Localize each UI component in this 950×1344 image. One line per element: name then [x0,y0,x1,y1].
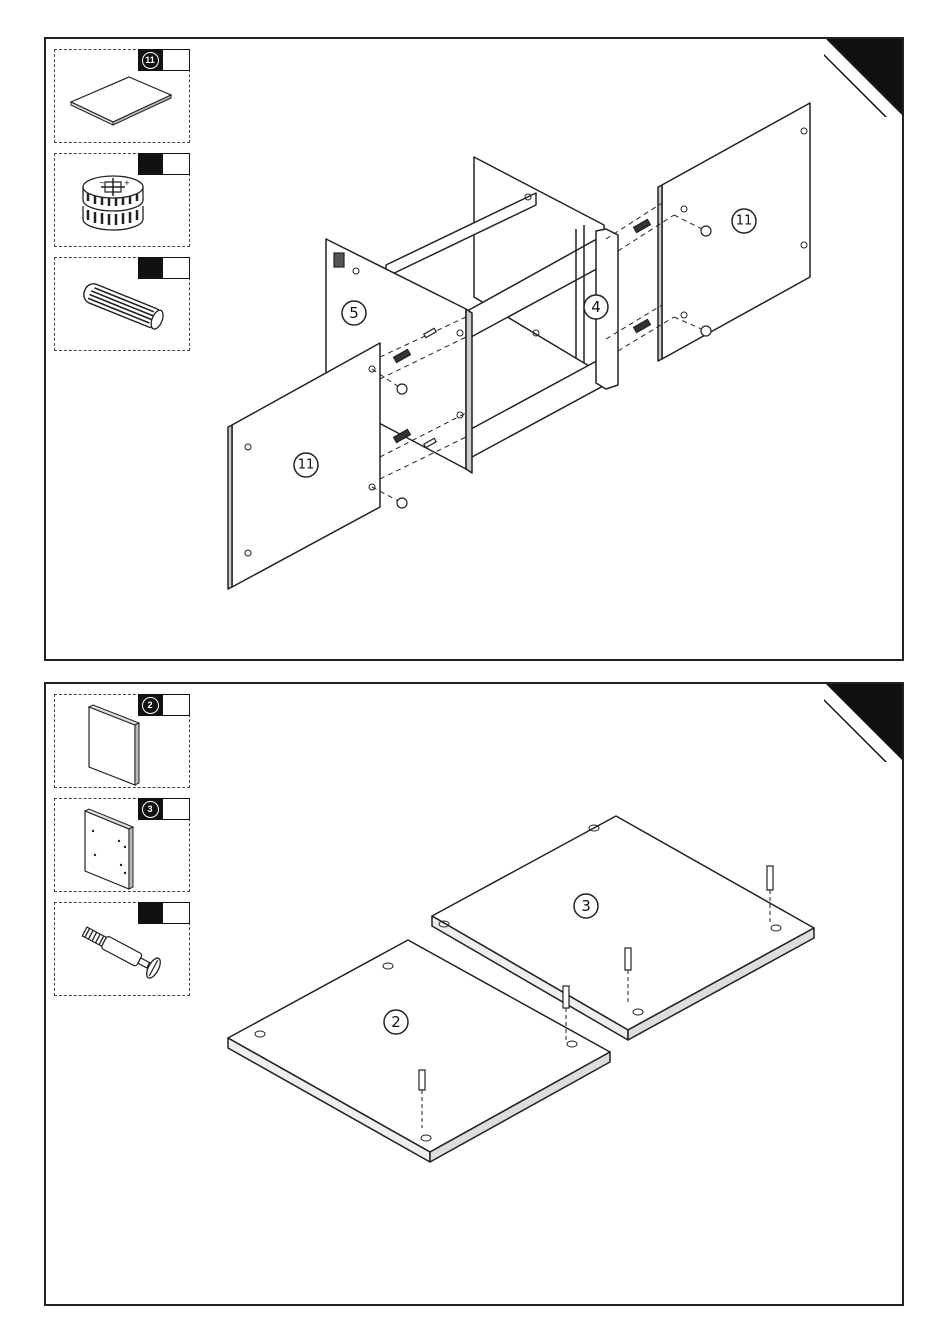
part-number: 11 [142,52,159,69]
part-box-dowel [54,257,190,351]
part-quantity [162,694,190,716]
part-tag [138,257,190,279]
part-box-2: 2 [54,694,190,788]
part-tag: 11 [138,49,190,71]
part-box-3: 3 [54,798,190,892]
step-1-assembly-diagram: 5 4 11 11 [196,39,902,659]
svg-text:−: − [99,179,105,187]
svg-text:+: + [124,179,130,187]
step-1-panel: 11 [44,37,904,661]
door-panel-11-right [662,103,810,359]
part-number: 3 [142,801,159,818]
bottom-shelf [460,357,616,457]
part-box-11: 11 [54,49,190,143]
callout-5-label: 5 [349,304,359,322]
callout-3-label: 3 [581,897,591,915]
step-2-panel: 2 3 [44,682,904,1306]
callout-11-left-label: 11 [298,458,315,473]
part-quantity [162,902,190,924]
callout-11-right-label: 11 [736,214,753,229]
part-quantity [162,49,190,71]
part-quantity [162,257,190,279]
part-tag: 3 [138,798,190,820]
parts-list: 11 [54,49,192,361]
part-tag [138,902,190,924]
callout-2-label: 2 [391,1013,401,1031]
part-quantity [162,153,190,175]
step-2-assembly-diagram: 3 2 [196,684,902,1304]
part-box-cam-bolt [54,902,190,996]
part-tag [138,153,190,175]
part-box-cam-lock: − + [54,153,190,247]
parts-list: 2 3 [54,694,192,1006]
part-quantity [162,798,190,820]
part-tag: 2 [138,694,190,716]
callout-4-label: 4 [591,298,601,316]
part-number: 2 [142,697,159,714]
